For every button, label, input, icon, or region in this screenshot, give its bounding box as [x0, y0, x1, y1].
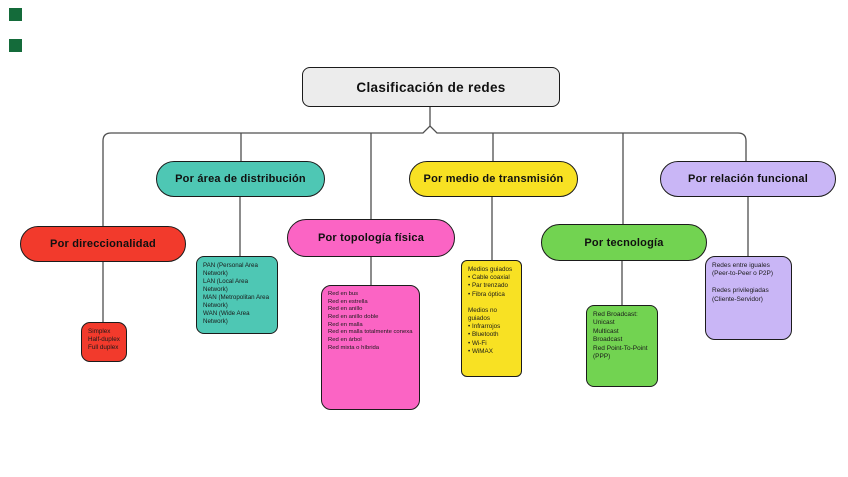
branch-label: Por área de distribución — [175, 173, 306, 185]
detail-topologia-fisica[interactable]: Red en bus Red en estrella Red en anillo… — [321, 285, 420, 410]
detail-relacion-funcional[interactable]: Redes entre iguales (Peer-to-Peer o P2P)… — [705, 256, 792, 340]
branch-label: Por medio de transmisión — [423, 173, 564, 185]
branch-label: Por direccionalidad — [50, 238, 156, 250]
root-node-clasificacion-de-redes[interactable]: Clasificación de redes — [302, 67, 560, 107]
connector-bus — [102, 125, 747, 226]
detail-area-de-distribucion[interactable]: PAN (Personal Area Network) LAN (Local A… — [196, 256, 278, 334]
branch-por-relacion-funcional[interactable]: Por relación funcional — [660, 161, 836, 197]
branch-label: Por tecnología — [584, 236, 664, 249]
root-node-label: Clasificación de redes — [356, 79, 506, 95]
branch-label: Por topología física — [317, 232, 425, 244]
branch-por-tecnologia[interactable]: Por tecnología — [541, 224, 707, 261]
green-square-marker-bottom[interactable] — [9, 39, 22, 52]
branch-por-direccionalidad[interactable]: Por direccionalidad — [20, 226, 186, 262]
green-square-marker-top[interactable] — [9, 8, 22, 21]
detail-medio-de-transmision[interactable]: Medios guiados • Cable coaxial • Par tre… — [461, 260, 522, 377]
branch-por-medio-de-transmision[interactable]: Por medio de transmisión — [409, 161, 578, 197]
connector-group — [102, 107, 749, 322]
branch-por-area-de-distribucion[interactable]: Por área de distribución — [156, 161, 325, 197]
detail-tecnologia[interactable]: Red Broadcast: Unicast Multicast Broadca… — [586, 305, 658, 387]
branch-label: Por relación funcional — [688, 173, 808, 185]
detail-direccionalidad[interactable]: Simplex Half-duplex Full duplex — [81, 322, 127, 362]
branch-por-topologia-fisica[interactable]: Por topología física — [287, 219, 455, 257]
